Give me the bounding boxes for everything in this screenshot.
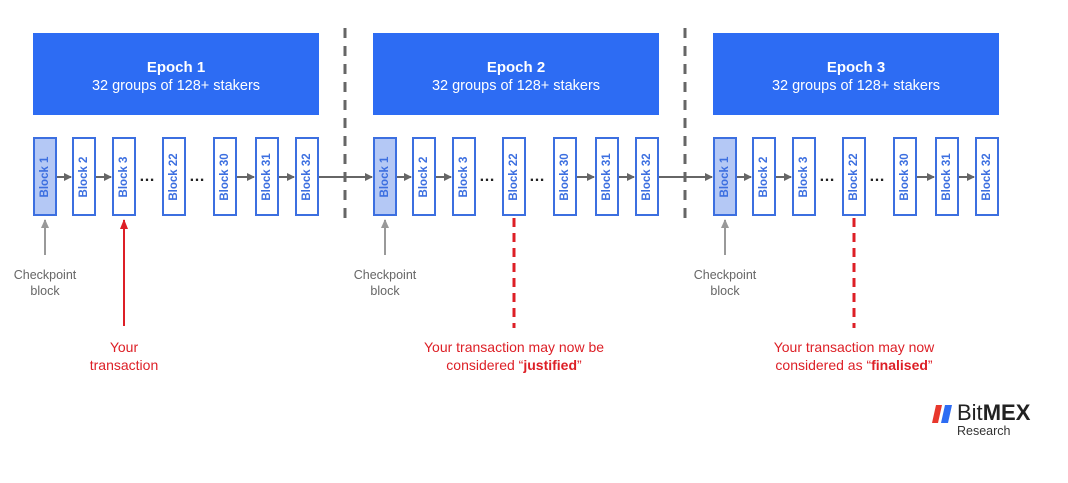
ellipsis: … [869, 168, 886, 185]
block-label: Block 22 [508, 152, 520, 201]
logo-wordmark: BitMEX [957, 400, 1030, 426]
block[interactable]: Block 30 [213, 137, 237, 216]
checkpoint-label: Checkpoint block [0, 267, 90, 299]
checkpoint-block[interactable]: Block 1 [33, 137, 57, 216]
block-label: Block 1 [39, 156, 51, 197]
block-label: Block 32 [981, 152, 993, 201]
annotation-line-1: Your transaction may now [773, 339, 935, 355]
block[interactable]: Block 3 [792, 137, 816, 216]
annotation-emphasis: justified [523, 357, 578, 373]
block-label: Block 31 [941, 152, 953, 201]
block-label: Block 1 [379, 156, 391, 197]
annotation-line-2: considered as “finalised” [734, 356, 974, 374]
block-label: Block 2 [758, 156, 770, 197]
annotation-line-2: considered “justified” [394, 356, 634, 374]
transaction-annotation-1: Your transaction [64, 338, 184, 374]
checkpoint-label-line: Checkpoint [13, 268, 77, 282]
block-label: Block 2 [418, 156, 430, 197]
block[interactable]: Block 32 [975, 137, 999, 216]
block-label: Block 30 [899, 152, 911, 201]
epoch-subtitle: 32 groups of 128+ stakers [431, 78, 601, 94]
ellipsis: … [529, 168, 546, 185]
logo-brand-light: Bit [957, 400, 983, 425]
annotation-line-1: Your [109, 339, 139, 355]
block[interactable]: Block 3 [112, 137, 136, 216]
annotation-emphasis: finalised [871, 357, 928, 373]
checkpoint-block[interactable]: Block 1 [713, 137, 737, 216]
block-label: Block 22 [848, 152, 860, 201]
block-label: Block 31 [261, 152, 273, 201]
block[interactable]: Block 30 [893, 137, 917, 216]
checkpoint-label-line: Checkpoint [353, 268, 417, 282]
ellipsis: … [479, 168, 496, 185]
epoch-header-3: Epoch 3 32 groups of 128+ stakers [713, 33, 999, 115]
epoch-subtitle: 32 groups of 128+ stakers [771, 78, 941, 94]
block-label: Block 1 [719, 156, 731, 197]
checkpoint-label-line: Checkpoint [693, 268, 757, 282]
epoch-header-1: Epoch 1 32 groups of 128+ stakers [33, 33, 319, 115]
checkpoint-label: Checkpoint block [340, 267, 430, 299]
epoch-header-2: Epoch 2 32 groups of 128+ stakers [373, 33, 659, 115]
block-label: Block 32 [641, 152, 653, 201]
annotation-line-1: Your transaction may now be [423, 339, 605, 355]
block[interactable]: Block 2 [72, 137, 96, 216]
checkpoint-label-line: block [30, 284, 60, 298]
block[interactable]: Block 2 [752, 137, 776, 216]
block[interactable]: Block 22 [502, 137, 526, 216]
epoch-title: Epoch 3 [826, 59, 886, 76]
bitmex-research-logo: BitMEX Research [932, 400, 1052, 443]
epoch-subtitle: 32 groups of 128+ stakers [91, 78, 261, 94]
block-label: Block 30 [219, 152, 231, 201]
block[interactable]: Block 2 [412, 137, 436, 216]
annotation-suffix: ” [577, 357, 582, 373]
block[interactable]: Block 3 [452, 137, 476, 216]
epoch-title: Epoch 1 [146, 59, 206, 76]
bitmex-logo-icon [932, 405, 952, 423]
epoch-title: Epoch 2 [486, 59, 546, 76]
checkpoint-label: Checkpoint block [680, 267, 770, 299]
annotation-line-2: transaction [89, 357, 159, 373]
checkpoint-label-line: block [370, 284, 400, 298]
ellipsis: … [189, 168, 206, 185]
block-label: Block 3 [458, 156, 470, 197]
block-label: Block 32 [301, 152, 313, 201]
block-label: Block 31 [601, 152, 613, 201]
block-label: Block 30 [559, 152, 571, 201]
annotation-prefix: considered as “ [775, 357, 872, 373]
annotation-suffix: ” [927, 357, 933, 373]
logo-brand-bold: MEX [982, 400, 1031, 425]
ellipsis: … [819, 168, 836, 185]
block[interactable]: Block 32 [295, 137, 319, 216]
block[interactable]: Block 32 [635, 137, 659, 216]
block-label: Block 22 [168, 152, 180, 201]
block[interactable]: Block 22 [162, 137, 186, 216]
block[interactable]: Block 30 [553, 137, 577, 216]
logo-subtitle: Research [957, 424, 1011, 438]
block-label: Block 2 [78, 156, 90, 197]
block[interactable]: Block 31 [255, 137, 279, 216]
checkpoint-block[interactable]: Block 1 [373, 137, 397, 216]
block[interactable]: Block 31 [595, 137, 619, 216]
block-label: Block 3 [798, 156, 810, 197]
annotation-prefix: considered “ [446, 357, 524, 373]
checkpoint-label-line: block [710, 284, 740, 298]
block[interactable]: Block 31 [935, 137, 959, 216]
block[interactable]: Block 22 [842, 137, 866, 216]
block-label: Block 3 [118, 156, 130, 197]
ellipsis: … [139, 168, 156, 185]
